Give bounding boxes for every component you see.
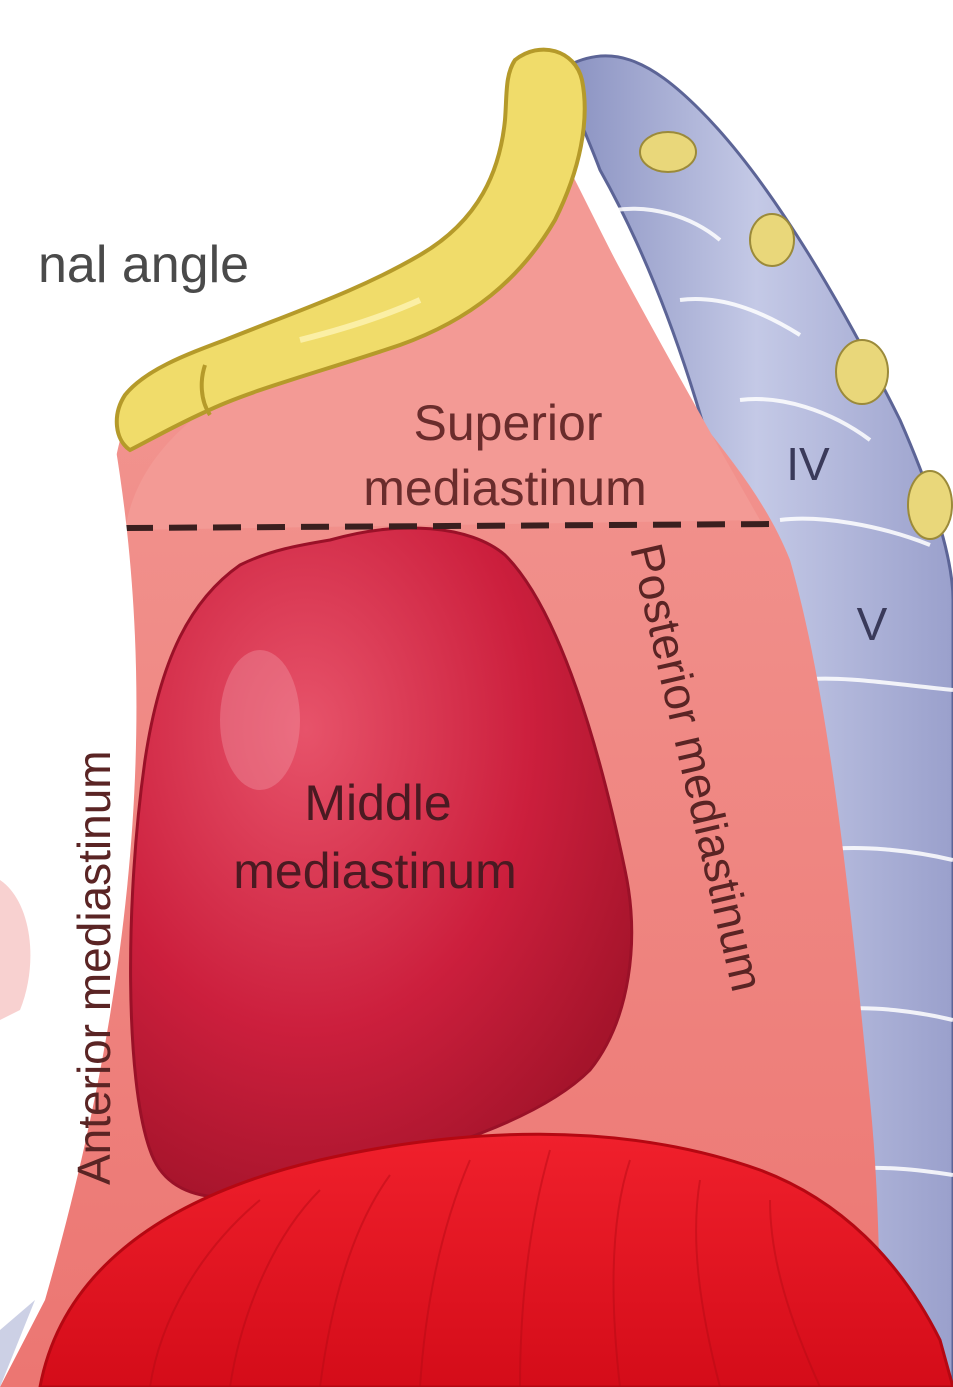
foramen-1 — [640, 132, 696, 172]
superior-inferior-divider — [125, 524, 775, 528]
sternal-angle-label: nal angle — [38, 236, 249, 294]
middle-mediastinum-label-line1: Middle — [304, 775, 451, 831]
foramen-3 — [836, 340, 888, 404]
superior-mediastinum-label-line1: Superior — [414, 395, 603, 451]
superior-mediastinum-label-line2: mediastinum — [363, 460, 646, 516]
anterior-mediastinum-label: Anterior mediastinum — [68, 750, 120, 1185]
vertebra-v-label: V — [857, 598, 888, 650]
foramen-2 — [750, 214, 794, 266]
middle-mediastinum-label-line2: mediastinum — [233, 843, 516, 899]
heart-highlight — [220, 650, 300, 790]
foramen-4 — [908, 471, 952, 539]
vertebra-iv-label: IV — [786, 438, 830, 490]
